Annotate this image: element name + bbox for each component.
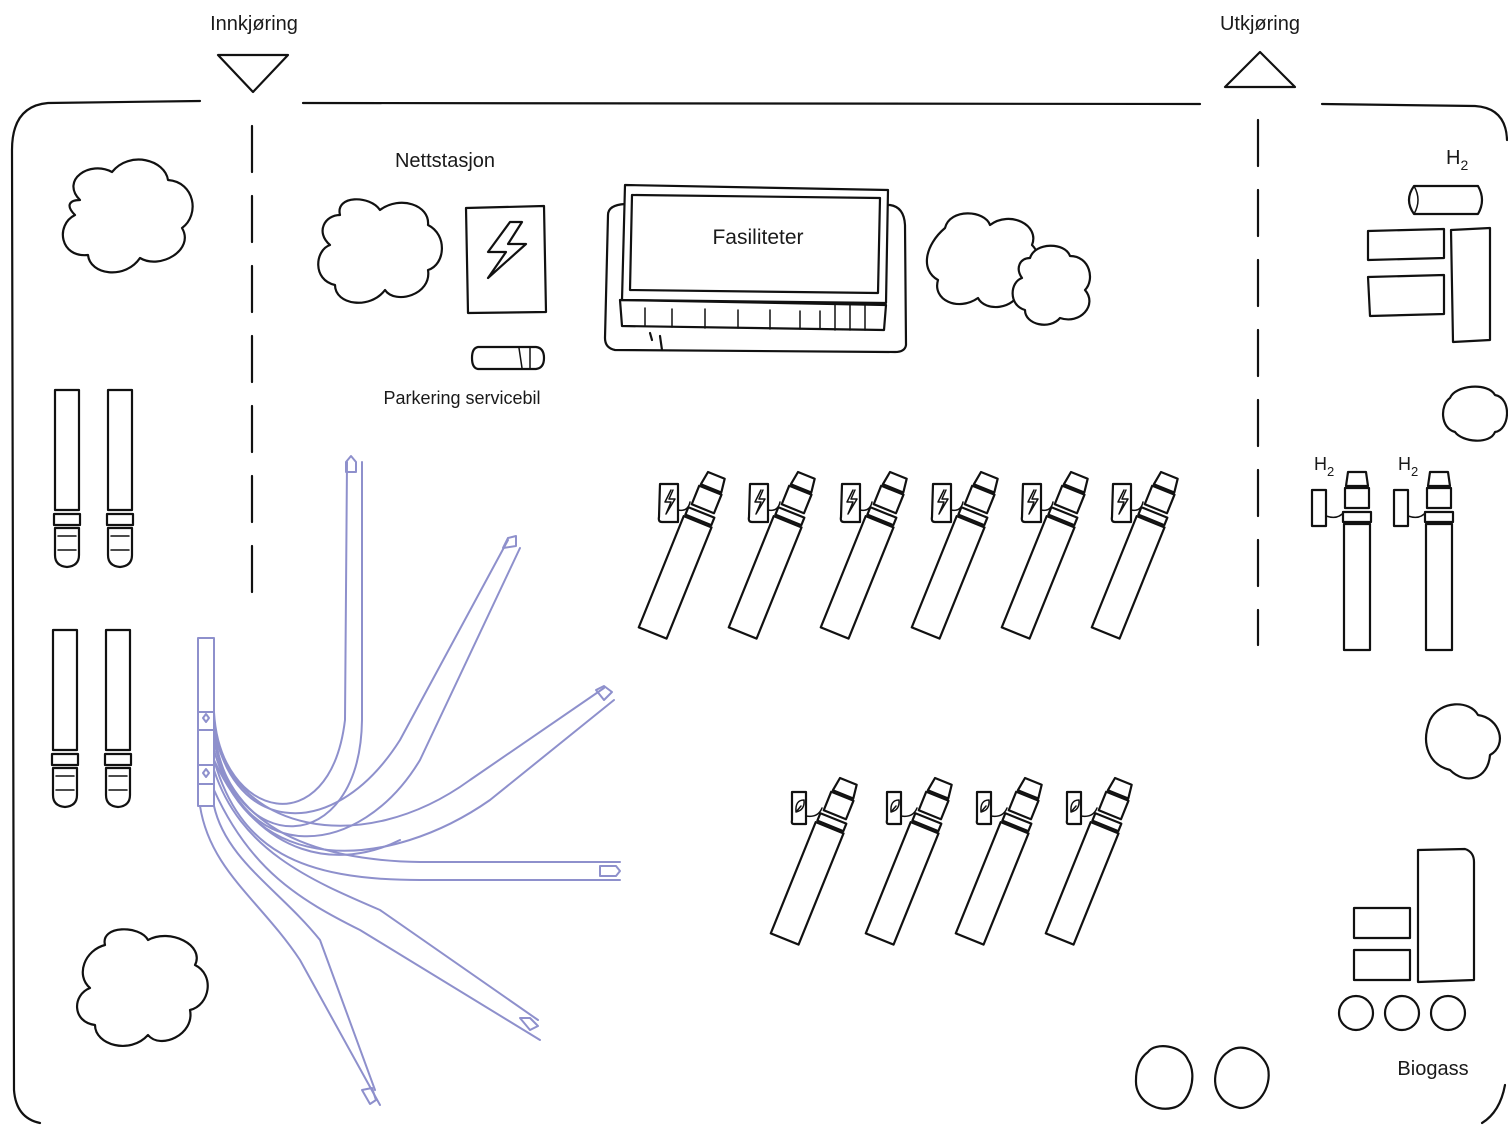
lightning-icon	[664, 489, 676, 515]
hydrogen-pump-label: H2	[1314, 454, 1334, 479]
leaf-icon	[1070, 799, 1080, 813]
tree-canopy-icon	[76, 928, 209, 1047]
car-icon	[470, 345, 546, 371]
biogas-storage: Biogass	[1337, 847, 1476, 1080]
hydrogen-storage-label: H2	[1446, 147, 1468, 173]
parked-truck	[103, 628, 133, 809]
turning-path	[213, 455, 363, 828]
charging-bay	[1000, 470, 1089, 640]
lightning-icon	[846, 489, 858, 515]
turning-path	[213, 535, 521, 838]
hydrogen-pump-label: H2	[1398, 454, 1418, 479]
charging-bay	[637, 470, 726, 640]
tree-canopy-icon	[925, 212, 1092, 326]
hydrogen-bay: H2	[1310, 454, 1373, 652]
lightning-icon	[1027, 489, 1039, 515]
tree-canopy-icon	[61, 158, 194, 274]
turning-path	[199, 805, 381, 1106]
exit-label: Utkjøring	[1220, 13, 1300, 35]
charging-bay	[910, 470, 999, 640]
hydrogen-storage: H2	[1366, 147, 1492, 344]
tree-canopy-icon	[1134, 1045, 1194, 1110]
biogas-label: Biogass	[1397, 1058, 1468, 1080]
lightning-icon	[937, 489, 949, 515]
service-car-parking: Parkering servicebil	[383, 345, 546, 408]
facilities-building: Fasiliteter	[603, 183, 908, 354]
biogas-bays	[769, 776, 1133, 946]
tree-canopy-icon	[317, 198, 443, 304]
turning-path	[213, 759, 401, 856]
biogas-bay	[1044, 776, 1133, 946]
charging-bay	[1090, 470, 1179, 640]
lightning-icon	[1117, 489, 1129, 515]
substation: Nettstasjon	[395, 150, 548, 315]
leaf-icon	[795, 799, 805, 813]
tree-canopy-icon	[1214, 1046, 1270, 1110]
facilities-label: Fasiliteter	[712, 226, 803, 249]
charging-bay	[727, 470, 816, 640]
down-triangle-icon	[216, 53, 290, 94]
site-boundary	[10, 99, 1508, 1125]
turning-path	[213, 769, 541, 1041]
lightning-icon	[486, 220, 528, 280]
parked-truck	[50, 628, 80, 809]
biogas-bay	[769, 776, 858, 946]
leaf-icon	[890, 799, 900, 813]
substation-label: Nettstasjon	[395, 150, 495, 172]
hydrogen-bay: H2	[1392, 454, 1455, 652]
fast-charging-bays	[637, 470, 1179, 640]
parked-truck	[105, 388, 135, 569]
parked-truck	[52, 388, 82, 569]
tree-canopy-icon	[1442, 385, 1508, 442]
entry-label: Innkjøring	[210, 13, 298, 35]
hydrogen-bays: H2 H2	[1310, 454, 1455, 652]
up-triangle-icon	[1223, 50, 1297, 89]
service-parking-label: Parkering servicebil	[383, 388, 540, 408]
charging-bay	[819, 470, 908, 640]
entry-marker: Innkjøring	[210, 13, 298, 94]
lightning-icon	[754, 489, 766, 515]
turning-path	[213, 739, 621, 881]
tree-canopy-icon	[1425, 703, 1501, 780]
exit-marker: Utkjøring	[1220, 13, 1300, 89]
parked-trucks	[50, 388, 135, 809]
turning-paths	[197, 455, 621, 1106]
biogas-bay	[954, 776, 1043, 946]
leaf-icon	[980, 799, 990, 813]
biogas-bay	[864, 776, 953, 946]
